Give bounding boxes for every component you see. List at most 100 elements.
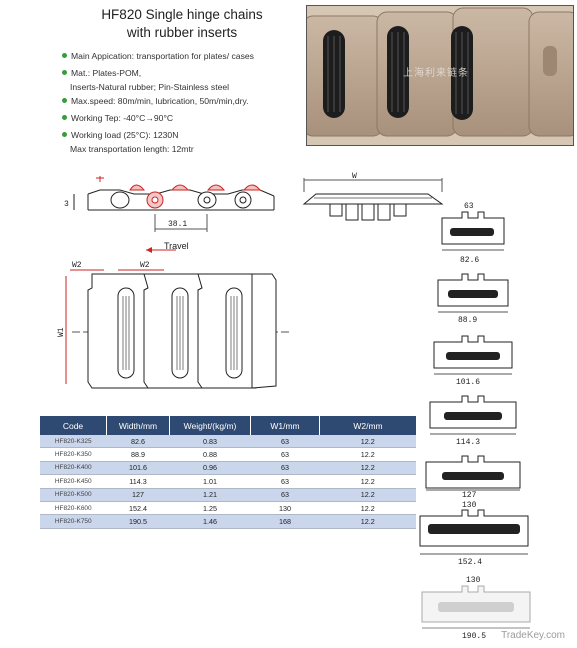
cell-w2: 12.2 xyxy=(319,474,416,489)
spec-application: Main Appication: transportation for plat… xyxy=(71,51,254,61)
table-row: HF820-K400 101.6 0.96 63 12.2 xyxy=(40,461,416,476)
spec-item: Working Tep: -40°C→90°C xyxy=(62,112,312,124)
cell-w1: 63 xyxy=(250,488,320,502)
spec-item: Inserts-Natural rubber; Pin-Stainless st… xyxy=(62,81,312,93)
variant-drawing-3: 101.6 xyxy=(433,335,513,387)
spec-length: Max transportation length: 12mtr xyxy=(70,144,194,154)
cell-w2: 12.2 xyxy=(319,501,416,516)
cell-w1: 63 xyxy=(250,474,320,489)
cell-width: 152.4 xyxy=(106,501,170,516)
cell-w1: 63 xyxy=(250,447,320,462)
spec-temperature: Working Tep: -40°C→90°C xyxy=(71,113,174,123)
cross-section-drawing: W xyxy=(302,172,444,221)
spec-item: Max transportation length: 12mtr xyxy=(62,143,312,155)
table-row: HF820-K450 114.3 1.01 63 12.2 xyxy=(40,474,416,489)
variant-width-label: 88.9 xyxy=(458,316,477,325)
table-header-row: Code Width/mm Weight/(kg/m) W1/mm W2/mm xyxy=(40,416,416,435)
col-header-width: Width/mm xyxy=(106,416,170,435)
variant-width-label: 127 xyxy=(462,491,477,500)
cell-weight: 1.25 xyxy=(169,501,251,516)
cell-code: HF820-K350 xyxy=(40,447,107,462)
spec-material-inserts: Inserts-Natural rubber; Pin-Stainless st… xyxy=(70,82,230,92)
variant-drawings: 63 82.6 88.9 101.6 114.3 127 130 152.4 1… xyxy=(419,202,531,641)
cell-w1: 63 xyxy=(250,461,320,476)
variant-top-width-label: 130 xyxy=(462,501,477,510)
title-line-2: with rubber inserts xyxy=(126,25,238,40)
cell-weight: 0.83 xyxy=(169,435,251,449)
cell-weight: 0.96 xyxy=(169,461,251,476)
cell-w2: 12.2 xyxy=(319,514,416,529)
variant-width-label: 82.6 xyxy=(460,256,479,265)
variant-width-label: 190.5 xyxy=(462,632,486,641)
table-row: HF820-K325 82.6 0.83 63 12.2 xyxy=(40,435,416,449)
variant-top-width-label: 63 xyxy=(464,202,474,211)
variant-width-label: 101.6 xyxy=(456,378,480,387)
variant-drawing-4: 114.3 xyxy=(429,395,517,447)
variant-width-label: 152.4 xyxy=(458,558,482,567)
spec-material: Mat.: Plates-POM, xyxy=(71,68,142,78)
spec-item: Working load (25°C): 1230N xyxy=(62,129,312,141)
cell-weight: 0.88 xyxy=(169,447,251,462)
spec-list: Main Appication: transportation for plat… xyxy=(62,50,312,155)
cell-w1: 130 xyxy=(250,501,320,516)
variant-drawing-1: 63 82.6 xyxy=(441,202,505,265)
spec-item: Main Appication: transportation for plat… xyxy=(62,50,312,62)
cell-w2: 12.2 xyxy=(319,488,416,502)
bullet-icon xyxy=(62,98,67,103)
cell-width: 82.6 xyxy=(106,435,170,449)
table-row: HF820-K500 127 1.21 63 12.2 xyxy=(40,488,416,502)
col-header-code: Code xyxy=(40,416,107,435)
cell-code: HF820-K400 xyxy=(40,461,107,476)
spec-table: Code Width/mm Weight/(kg/m) W1/mm W2/mm … xyxy=(40,416,416,529)
w2-label-left: W2 xyxy=(72,261,82,270)
cell-w2: 12.2 xyxy=(319,461,416,476)
cell-code: HF820-K750 xyxy=(40,514,107,529)
bullet-icon xyxy=(62,132,67,137)
cell-code: HF820-K600 xyxy=(40,501,107,516)
cell-width: 127 xyxy=(106,488,170,502)
watermark: TradeKey.com xyxy=(501,630,565,641)
cell-w1: 168 xyxy=(250,514,320,529)
variant-top-width-label: 130 xyxy=(466,576,481,585)
chain-photo-illustration xyxy=(307,6,573,145)
travel-arrow-icon xyxy=(146,247,152,253)
hinge-knuckles xyxy=(129,184,262,191)
top-view-drawing: Travel W2 W2 W1 xyxy=(57,241,292,389)
bullet-icon xyxy=(62,70,67,75)
cell-width: 88.9 xyxy=(106,447,170,462)
col-header-w1: W1/mm xyxy=(250,416,320,435)
w2-label-right: W2 xyxy=(140,261,150,270)
table-row: HF820-K750 190.5 1.46 168 12.2 xyxy=(40,514,416,529)
cell-w2: 12.2 xyxy=(319,447,416,462)
variant-drawing-6: 130 152.4 xyxy=(419,501,529,567)
spec-item: Max.speed: 80m/min, lubrication, 50m/min… xyxy=(62,95,312,107)
cell-code: HF820-K500 xyxy=(40,488,107,502)
col-header-weight: Weight/(kg/m) xyxy=(169,416,251,435)
page-title: HF820 Single hinge chains with rubber in… xyxy=(72,6,292,42)
cell-weight: 1.21 xyxy=(169,488,251,502)
height-dimension-label: 3 xyxy=(64,200,69,209)
bullet-icon xyxy=(62,115,67,120)
cell-width: 101.6 xyxy=(106,461,170,476)
spec-load: Working load (25°C): 1230N xyxy=(71,130,179,140)
side-view-links xyxy=(110,191,252,209)
variant-width-label: 114.3 xyxy=(456,438,480,447)
spec-item: Mat.: Plates-POM, xyxy=(62,67,312,79)
cell-w1: 63 xyxy=(250,435,320,449)
width-dimension-label: W xyxy=(352,172,357,181)
cell-code: HF820-K325 xyxy=(40,435,107,449)
col-header-w2: W2/mm xyxy=(319,416,416,435)
variant-drawing-5: 127 xyxy=(425,455,521,500)
cell-code: HF820-K450 xyxy=(40,474,107,489)
product-photo: 上海利来链条 xyxy=(306,5,574,146)
variant-drawing-7: 130 190.5 xyxy=(421,576,531,641)
cell-weight: 1.46 xyxy=(169,514,251,529)
title-line-1: HF820 Single hinge chains xyxy=(101,7,263,22)
travel-label: Travel xyxy=(164,241,189,251)
pitch-dimension-label: 38.1 xyxy=(168,220,187,229)
w1-label: W1 xyxy=(57,327,66,337)
photo-caption: 上海利来链条 xyxy=(403,68,469,79)
variant-drawing-2: 88.9 xyxy=(437,273,509,325)
table-row: HF820-K350 88.9 0.88 63 12.2 xyxy=(40,447,416,462)
spec-speed: Max.speed: 80m/min, lubrication, 50m/min… xyxy=(71,96,249,106)
